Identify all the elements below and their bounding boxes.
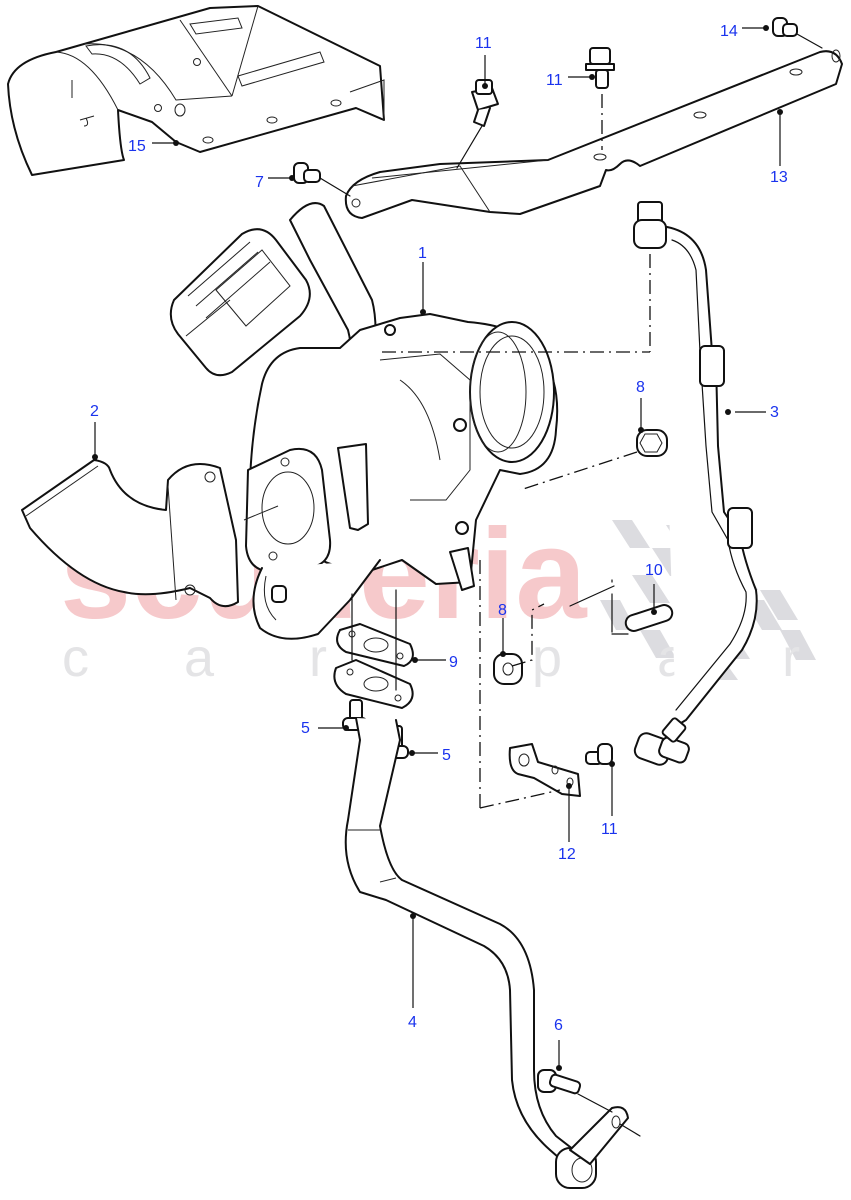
callout-15-heat-shield[interactable]: 15 [128,138,146,155]
callout-3-oil-feed-pipe[interactable]: 3 [770,404,779,421]
callout-2-outlet-elbow[interactable]: 2 [90,403,99,420]
bolt-11-upper-left-part [456,79,499,169]
bolt-11-lower-part [585,743,613,765]
callout-9-gasket[interactable]: 9 [449,654,458,671]
callout-10-stud[interactable]: 10 [645,562,663,579]
nut-8-lower-part [493,603,545,685]
bolt-7-part [293,162,351,197]
bolt-6-part [537,1069,613,1113]
callout-12-bracket[interactable]: 12 [558,846,576,863]
callout-8-nut-lower[interactable]: 8 [498,602,507,619]
stud-10-part [569,579,674,635]
callout-11-bolt-upper-mid[interactable]: 11 [546,72,563,89]
callout-11-bolt-lower[interactable]: 11 [601,821,618,838]
gasket-9-part [333,589,414,709]
callout-11-bolt-upper-left[interactable]: 11 [475,35,492,52]
callout-7-bolt[interactable]: 7 [255,174,264,191]
nut-8-upper-part [519,429,668,491]
support-bracket-part [344,49,843,219]
callout-13-support-bracket[interactable]: 13 [770,169,788,186]
turbocharger-part [169,202,559,640]
callout-5-bolt-left[interactable]: 5 [301,720,310,737]
bolt-14-part [772,17,823,49]
callout-8-nut-upper[interactable]: 8 [636,379,645,396]
oil-return-pipe-part [344,717,641,1189]
callout-6-bolt[interactable]: 6 [554,1017,563,1034]
callout-14-bolt[interactable]: 14 [720,23,738,40]
oil-feed-pipe-part [382,201,758,766]
callout-5-bolt-right[interactable]: 5 [442,747,451,764]
callout-leaders [92,25,783,1071]
bolt-11-upper-mid-part [585,47,615,150]
outlet-elbow-part [21,459,279,608]
callout-4-oil-return-pipe[interactable]: 4 [408,1014,417,1031]
alignment-dash-lines [479,560,561,809]
heat-shield-part [7,5,385,176]
callout-1-turbocharger[interactable]: 1 [418,245,427,262]
